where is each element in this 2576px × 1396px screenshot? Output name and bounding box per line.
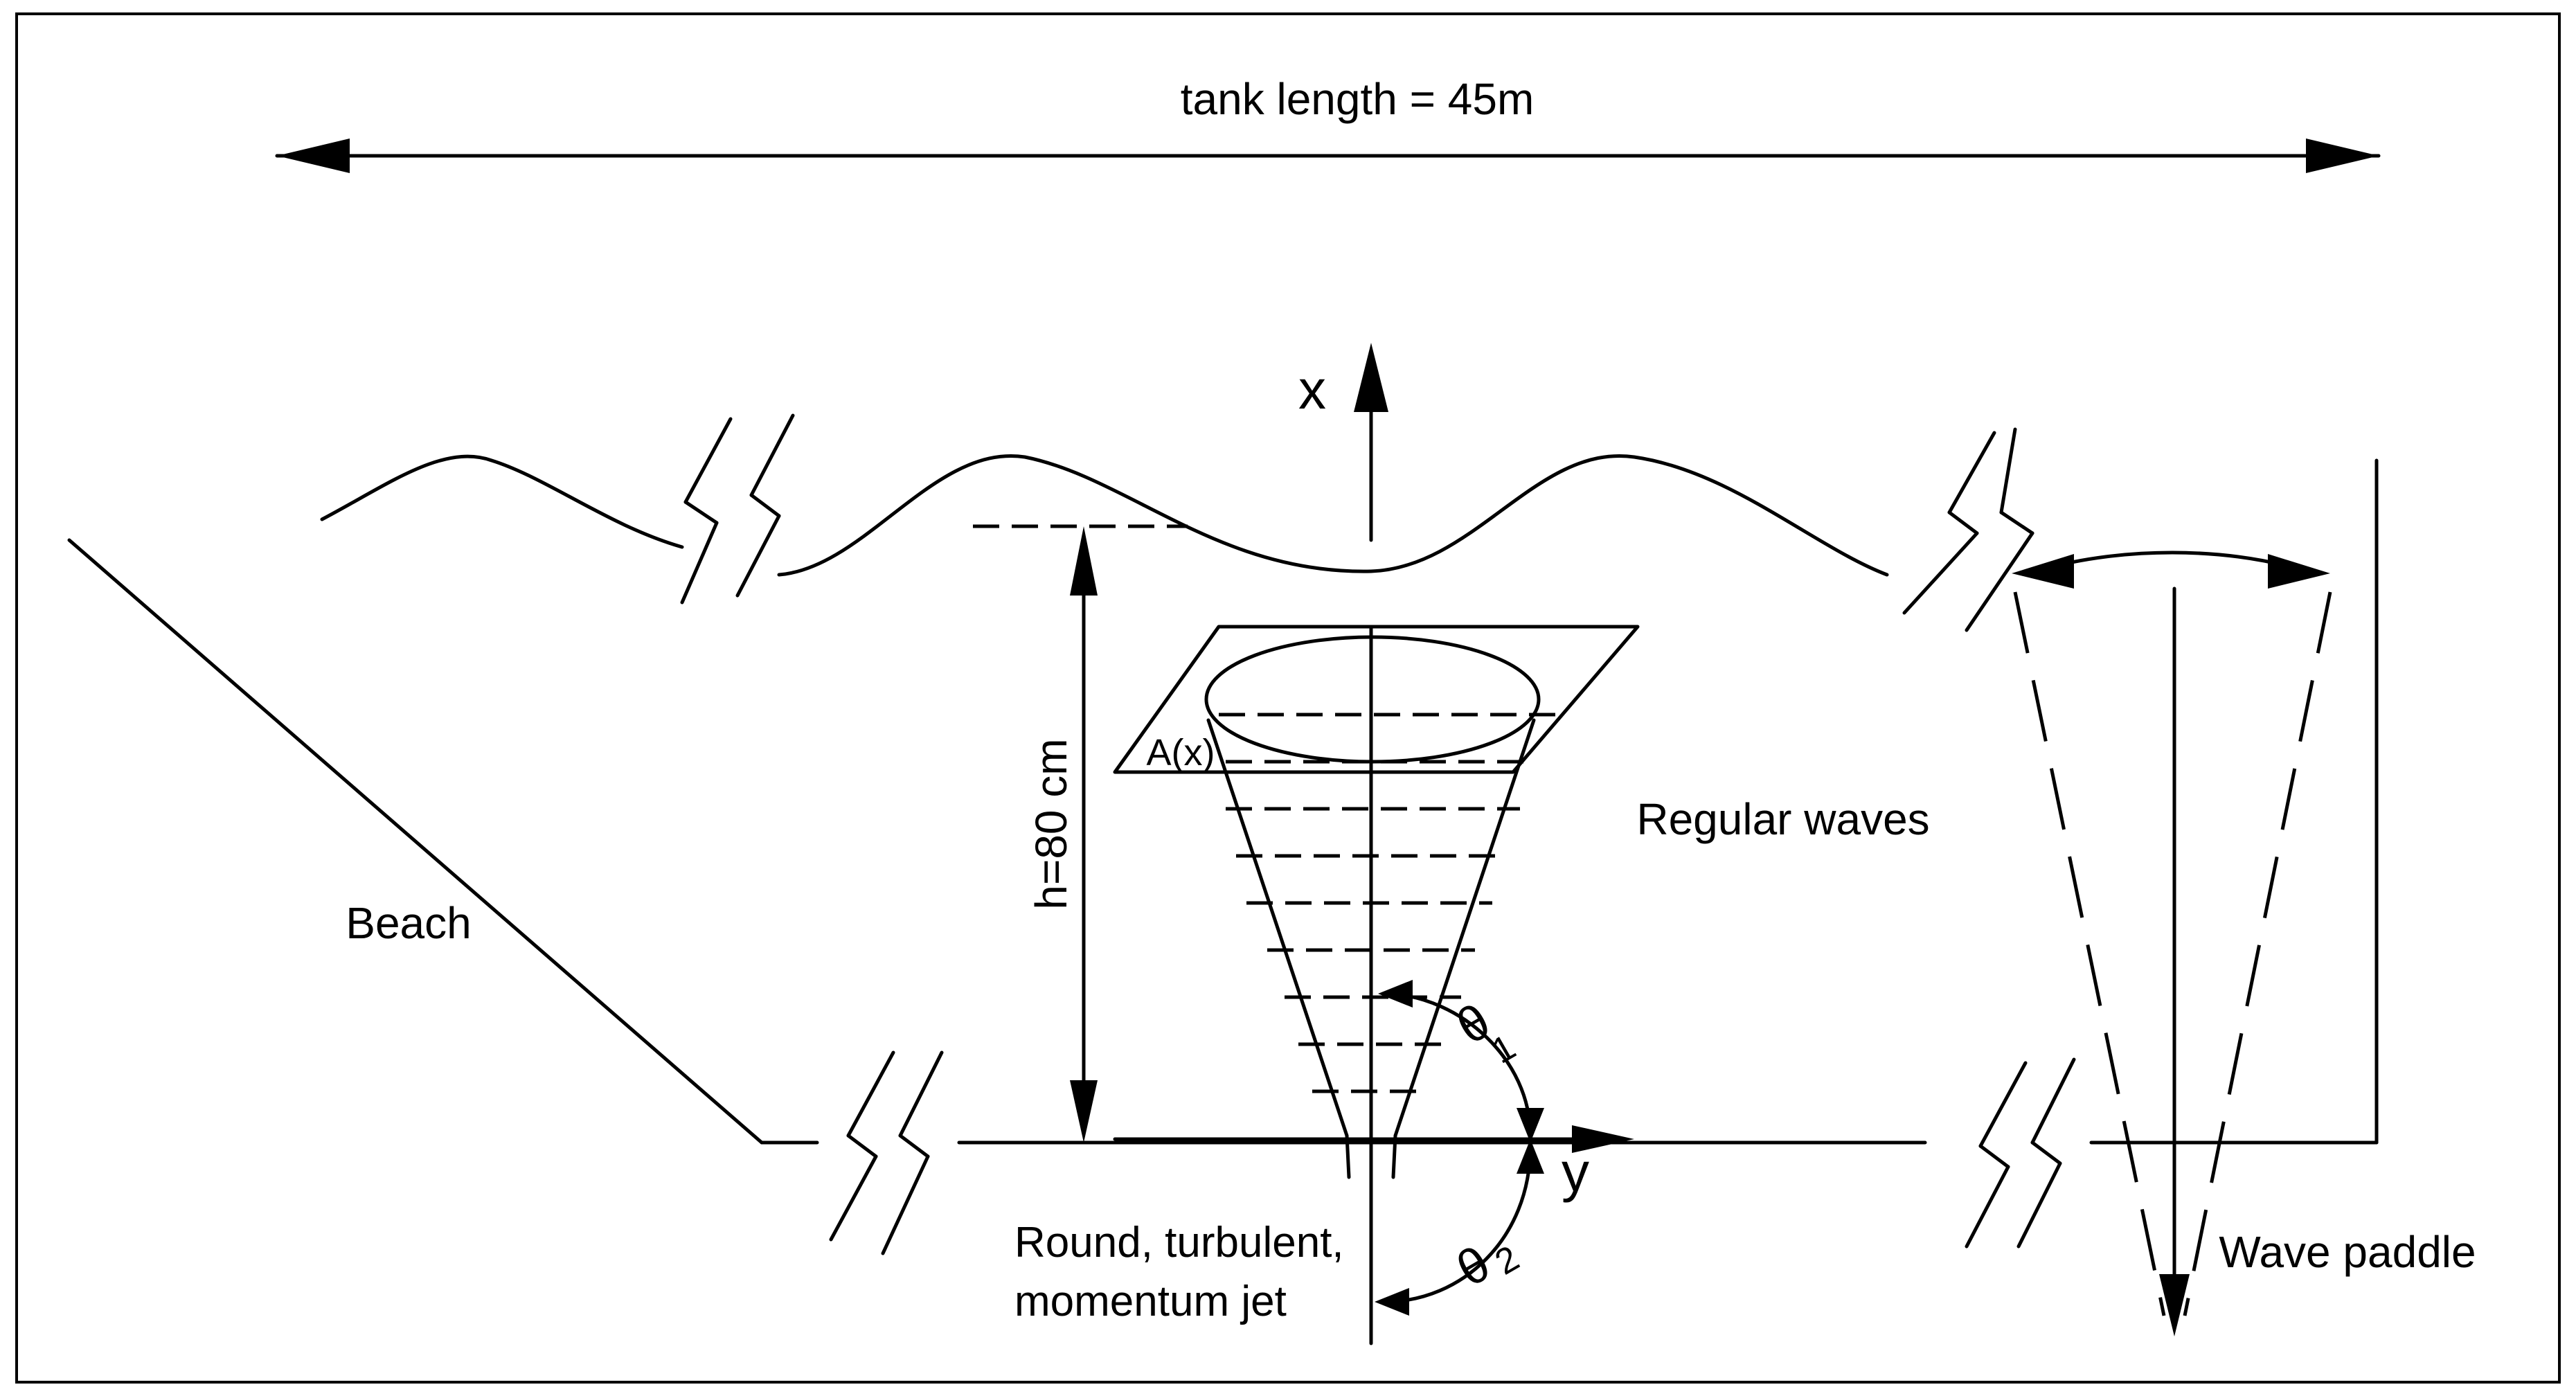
tank-length-dimension: tank length = 45m [275, 74, 2381, 173]
theta2-symbol: θ [1448, 1236, 1500, 1298]
area-plane [1113, 625, 1640, 774]
regular-waves-label: Regular waves [1636, 794, 1929, 844]
depth-label: h=80 cm [1026, 738, 1076, 909]
tank-length-label: tank length = 45m [1181, 74, 1535, 124]
regular-wave-surface [320, 413, 2034, 632]
jet-label-line1: Round, turbulent, [1014, 1219, 1344, 1267]
area-label: A(x) [1147, 732, 1215, 773]
wave-paddle-label: Wave paddle [2219, 1227, 2476, 1277]
theta1-subscript: 1 [1485, 1027, 1522, 1072]
depth-dimension: h=80 cm [973, 524, 1188, 1143]
jet-cone: A(x) [1113, 625, 1640, 1345]
jet-label-line2: momentum jet [1014, 1278, 1287, 1325]
tank-floor [67, 458, 2379, 1255]
wave-paddle: Wave paddle [2012, 551, 2476, 1336]
angle-theta2: θ 2 [1375, 1139, 1544, 1316]
x-axis: x [1298, 343, 1388, 542]
y-axis-label: y [1562, 1141, 1589, 1203]
x-axis-label: x [1298, 359, 1326, 420]
beach-label: Beach [346, 898, 471, 948]
jet-label: Round, turbulent, momentum jet [1014, 1219, 1344, 1325]
figure-frame [15, 12, 2561, 1384]
